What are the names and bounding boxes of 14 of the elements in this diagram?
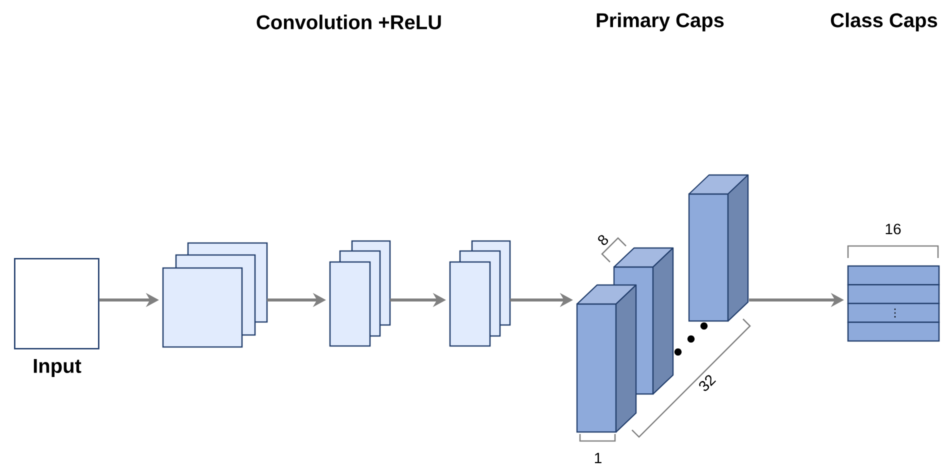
feature-map-stack bbox=[162, 242, 268, 348]
ellipsis-mark: ⋮ bbox=[894, 308, 896, 318]
dimension-label: 1 bbox=[594, 452, 602, 464]
dimension-label: 32 bbox=[699, 375, 716, 391]
capsule-vector-table bbox=[847, 265, 940, 342]
layer-title: Convolution +ReLU bbox=[256, 14, 441, 30]
layer-title: Class Caps bbox=[830, 12, 938, 32]
capsule-blocks-drawing bbox=[576, 174, 749, 433]
dimension-label: 16 bbox=[886, 224, 901, 234]
dimension-label: 8 bbox=[598, 235, 608, 246]
feature-map-stack bbox=[329, 240, 391, 347]
layer-title: Primary Caps bbox=[596, 12, 724, 32]
feature-map-stack bbox=[449, 240, 511, 347]
node-label: Input bbox=[34, 359, 82, 377]
